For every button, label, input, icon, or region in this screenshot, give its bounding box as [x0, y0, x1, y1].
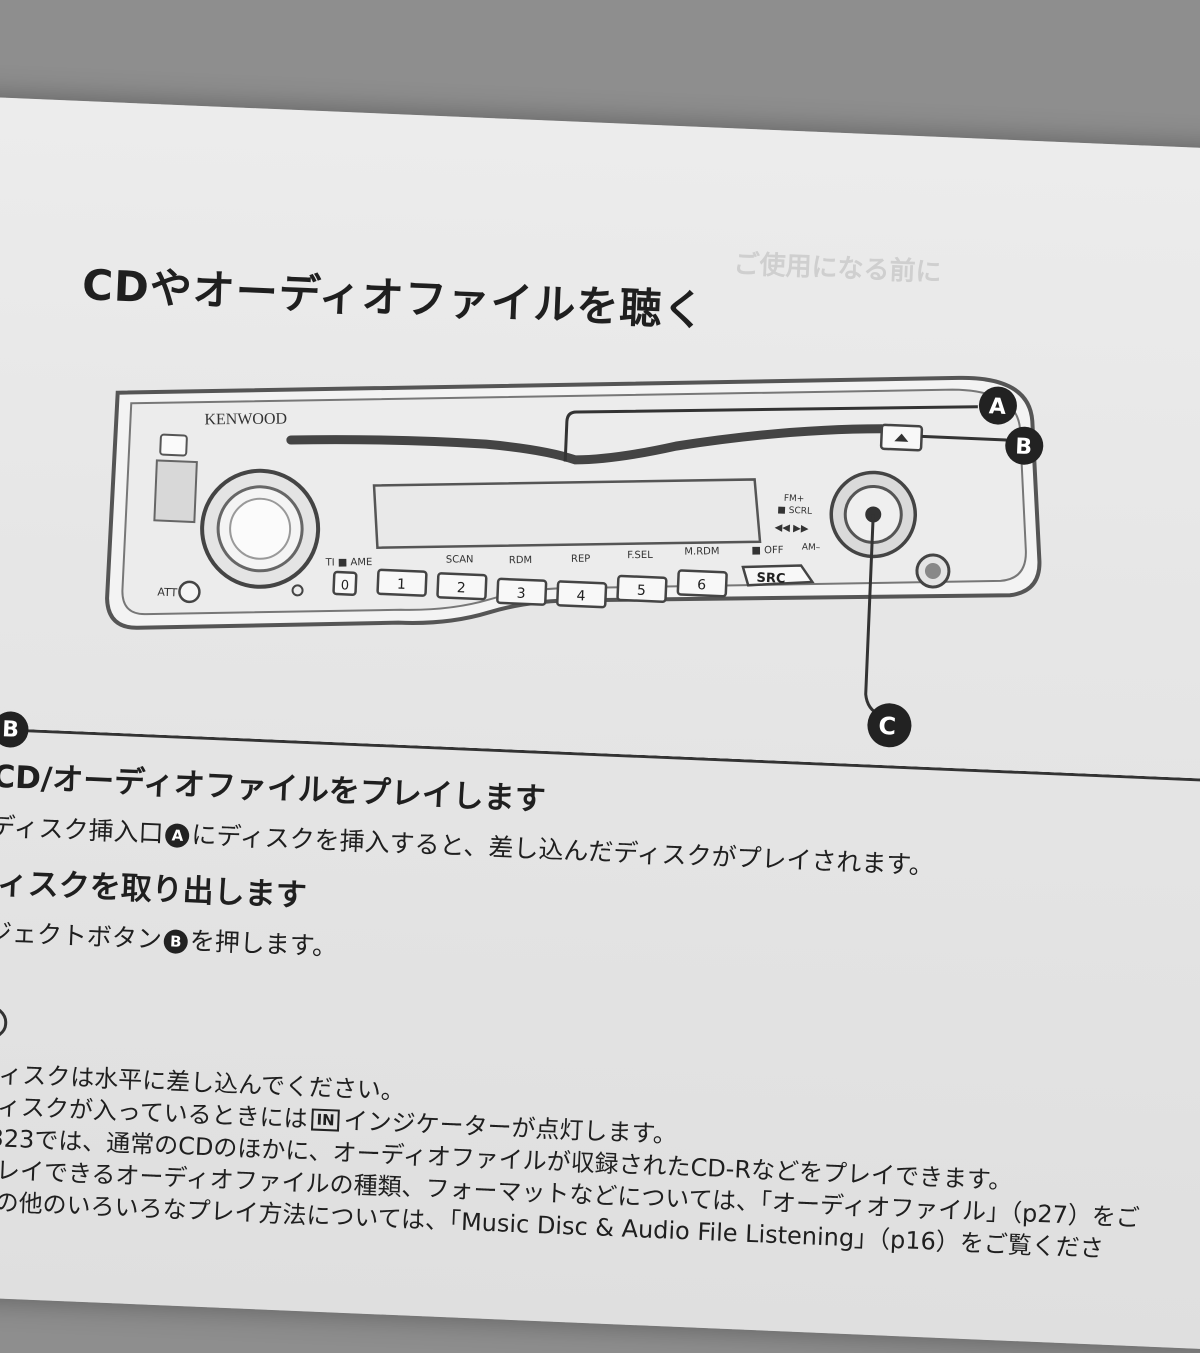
svg-text:6: 6	[697, 577, 707, 593]
power-button	[159, 433, 188, 457]
eject-b-marker: B	[163, 929, 189, 955]
off-label: ■ OFF	[751, 545, 783, 556]
rep-label: REP	[571, 554, 590, 565]
am-label: AM–	[802, 542, 821, 553]
display-window	[372, 478, 762, 549]
att-label: ATT	[157, 586, 178, 600]
fsel-label: F.SEL	[627, 550, 653, 561]
eject-heading: ディスクを取り出します	[0, 863, 308, 915]
slot-a-marker: A	[164, 823, 190, 849]
svg-text:2: 2	[456, 580, 466, 596]
in-indicator-badge: IN	[311, 1108, 341, 1132]
svg-text:SRC: SRC	[756, 571, 786, 587]
preset-button-6[interactable]: 6	[676, 569, 728, 598]
manual-page: ご使用になる前に CDやオーディオファイルを聴く KENWOOD ATT TI …	[0, 95, 1200, 1353]
skip-label: ◀◀ ▶▶	[774, 522, 809, 534]
fm-label: FM+	[784, 494, 805, 505]
callout-c-marker: C	[867, 703, 912, 748]
svg-text:5: 5	[637, 583, 647, 599]
preset-button-2[interactable]: 2	[436, 572, 488, 601]
scan-label: SCAN	[446, 554, 474, 565]
callout-b-marker: B	[1005, 426, 1044, 465]
rdm-label: RDM	[509, 555, 532, 566]
mrdm-label: M.RDM	[684, 546, 719, 557]
svg-text:3: 3	[516, 586, 526, 602]
preset-button-5[interactable]: 5	[616, 574, 668, 603]
preset-button-3[interactable]: 3	[496, 577, 548, 606]
svg-text:A: A	[988, 394, 1006, 420]
preset-button-0[interactable]: 0	[332, 570, 358, 596]
callout-a-marker: A	[978, 386, 1017, 425]
disc-slot	[286, 424, 887, 465]
svg-text:4: 4	[576, 588, 586, 604]
car-stereo-diagram: KENWOOD ATT TI ■ AME SCAN RDM REP F.SEL …	[105, 375, 1044, 748]
scrl-label: ■ SCRL	[777, 505, 812, 516]
att-button	[178, 580, 201, 604]
play-heading: CD/オーディオファイルをプレイします	[0, 758, 547, 818]
svg-text:1: 1	[397, 577, 407, 593]
brand-logo: KENWOOD	[204, 410, 287, 428]
src-button[interactable]: SRC	[741, 563, 815, 588]
preset-button-4[interactable]: 4	[556, 580, 608, 609]
svg-text:0: 0	[340, 578, 349, 593]
preset-button-1[interactable]: 1	[376, 568, 428, 597]
svg-text:B: B	[1015, 434, 1033, 460]
ti-ame-label: TI ■ AME	[325, 557, 373, 568]
svg-text:C: C	[878, 712, 897, 741]
